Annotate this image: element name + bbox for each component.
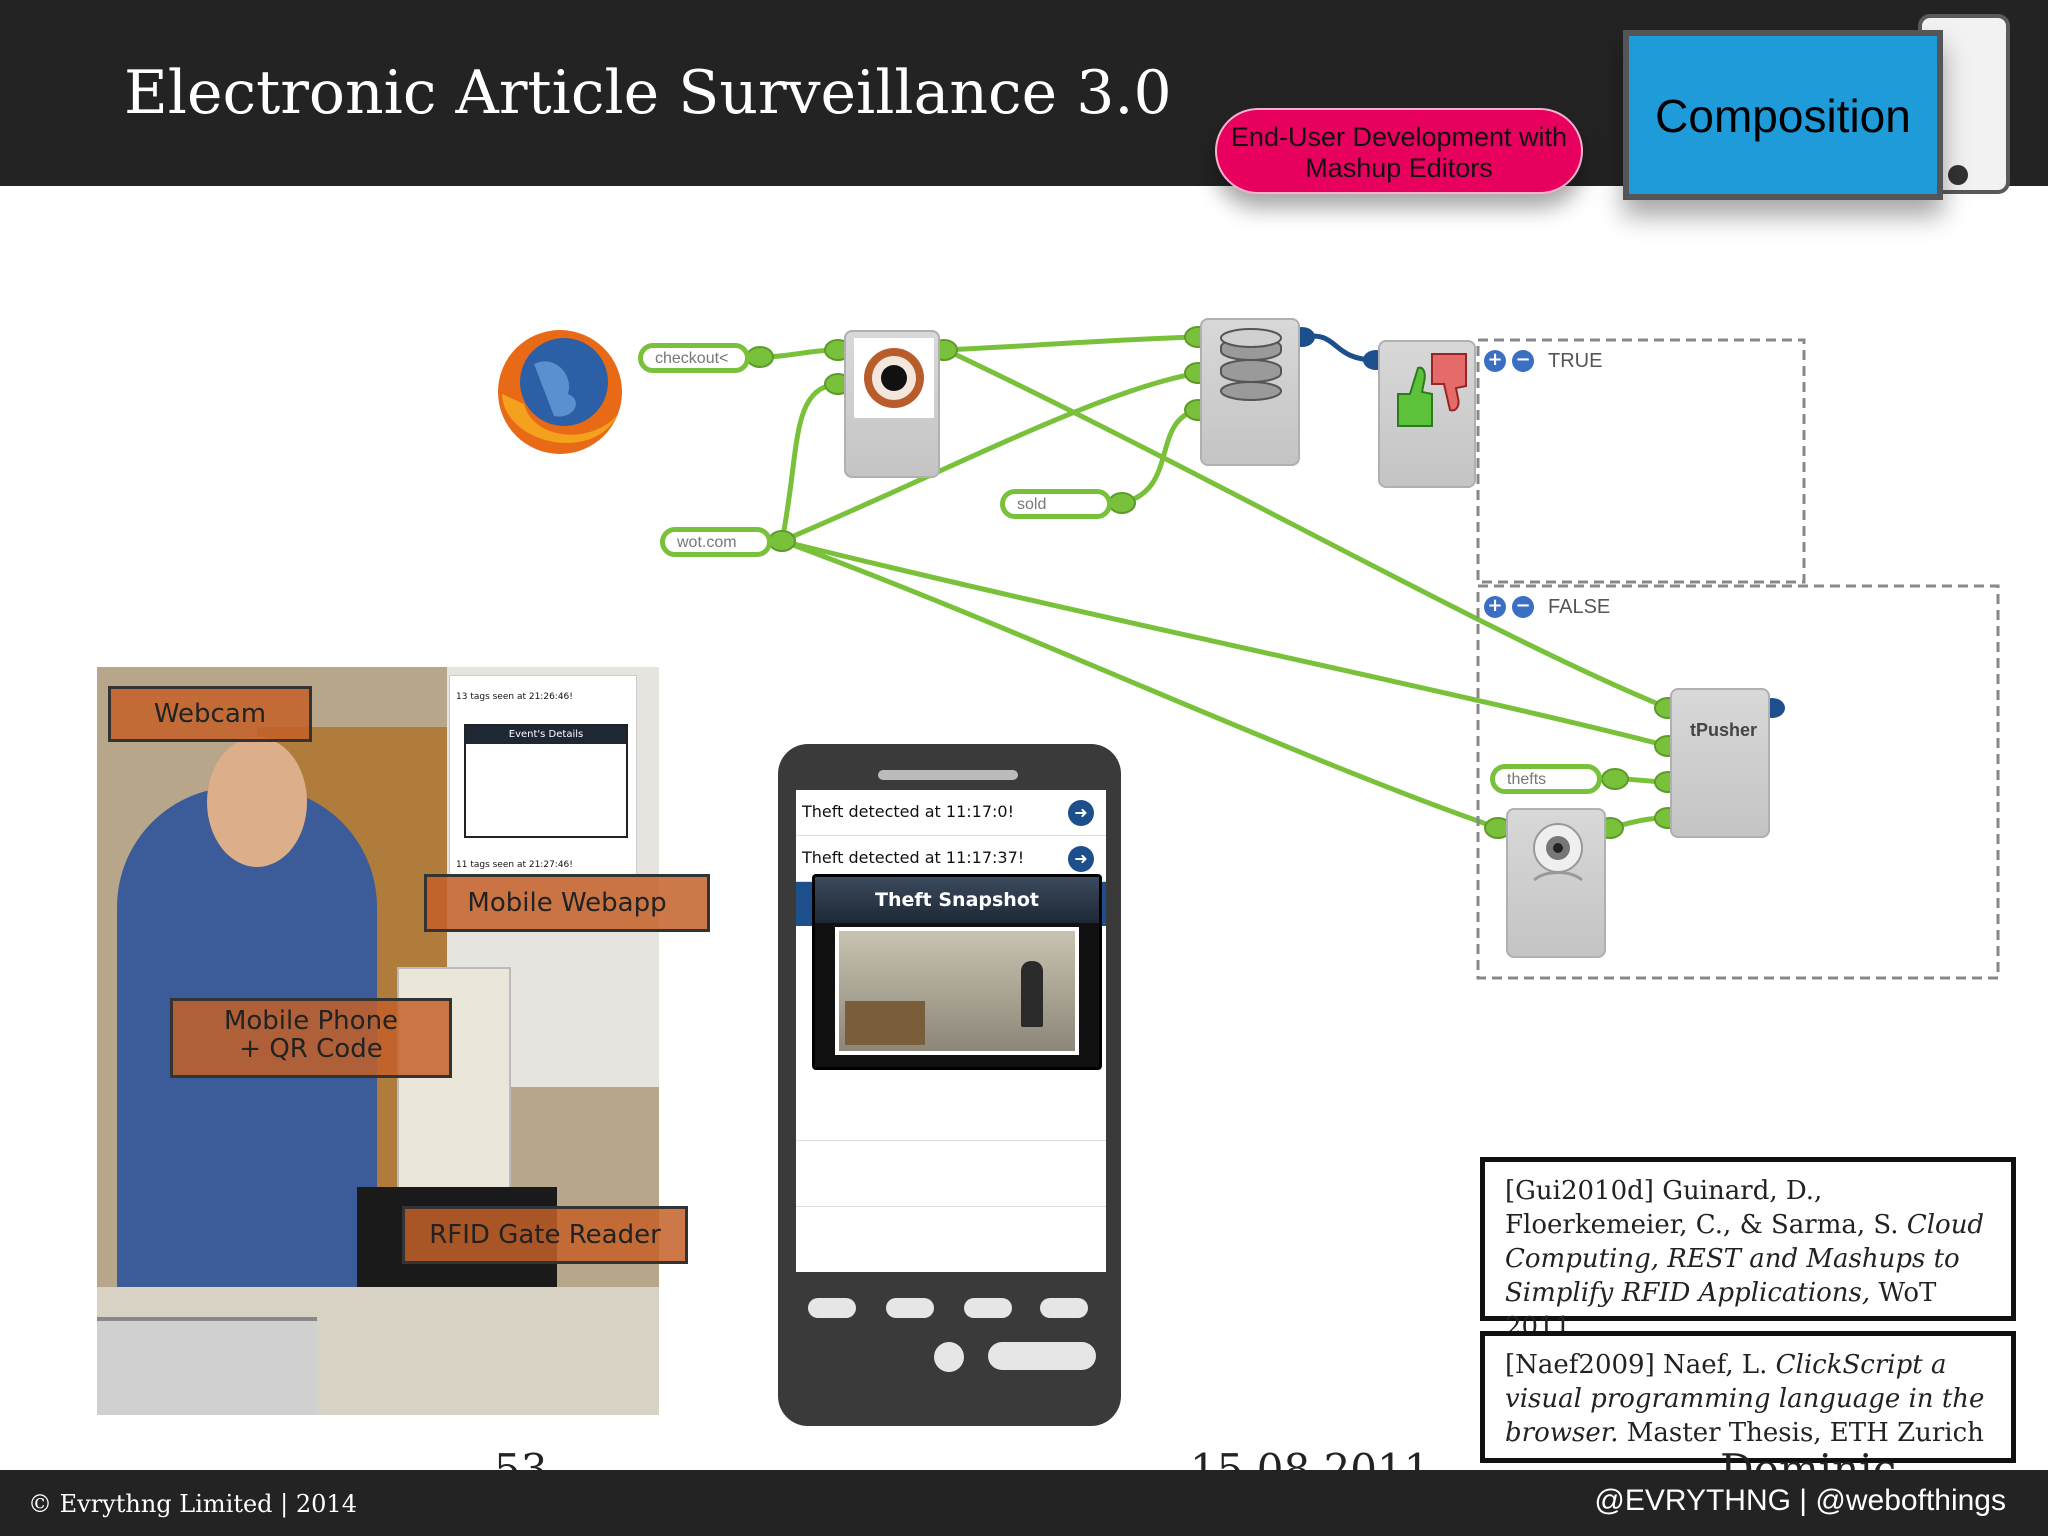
slide-number-cut: 53 xyxy=(494,1445,548,1472)
mobile-phone-qr-label: Mobile Phone + QR Code xyxy=(170,998,452,1078)
false-branch-label: FALSE xyxy=(1548,596,1611,618)
reference-guinard: [Gui2010d] Guinard, D., Floerkemeier, C.… xyxy=(1480,1157,2016,1342)
camera-block[interactable] xyxy=(1506,808,1606,958)
false-branch-container xyxy=(1476,584,2000,980)
theft-snapshot-image xyxy=(835,927,1079,1055)
reference-text: [Gui2010d] Guinard, D., Floerkemeier, C.… xyxy=(1505,1176,1907,1240)
list-divider xyxy=(796,1140,1106,1141)
theft-snapshot-popup[interactable]: Theft Snapshot xyxy=(812,874,1102,1070)
false-add-button[interactable]: + xyxy=(1484,596,1506,618)
end-user-development-pill: End-User Development with Mashup Editors xyxy=(1215,108,1583,194)
wire-webcam-pusher xyxy=(944,347,1669,711)
theft-snapshot-title: Theft Snapshot xyxy=(815,877,1099,923)
slide-title: Electronic Article Surveillance 3.0 xyxy=(124,58,1172,128)
setup-photo: 13 tags seen at 21:26:46! Event's Detail… xyxy=(97,667,659,1415)
webcam-label: Webcam xyxy=(108,686,312,742)
wot-com-input[interactable]: wot.com xyxy=(660,527,772,557)
arrow-right-icon[interactable]: ➜ xyxy=(1068,846,1094,872)
laptop-popup: Event's Details xyxy=(464,724,628,838)
laptop-row: 11 tags seen at 21:27:46! xyxy=(456,860,573,870)
rfid-gate-reader-label: RFID Gate Reader xyxy=(402,1206,688,1264)
reference-venue: Master Thesis, ETH Zurich xyxy=(1618,1418,1984,1448)
true-add-button[interactable]: + xyxy=(1484,350,1506,372)
theft-row-text: Theft detected at 11:17:0! xyxy=(802,802,1014,821)
author-cut: Dominic xyxy=(1720,1445,1897,1472)
pusher-block[interactable]: tPusher xyxy=(1670,688,1770,838)
false-remove-button[interactable]: − xyxy=(1512,596,1534,618)
snapshot-person xyxy=(1021,961,1043,1027)
checkout-input[interactable]: checkout< xyxy=(638,343,750,373)
theft-row[interactable]: Theft detected at 11:17:0! ➜ xyxy=(796,790,1106,836)
phone-hw-button[interactable] xyxy=(964,1298,1012,1318)
reference-naef: [Naef2009] Naef, L. ClickScript a visual… xyxy=(1480,1331,2016,1463)
phone-speaker xyxy=(878,770,1018,780)
thefts-input[interactable]: thefts xyxy=(1490,764,1602,794)
laptop-row: 13 tags seen at 21:26:46! xyxy=(456,692,573,702)
wire-wot-db xyxy=(781,370,1199,544)
webcam-icon xyxy=(854,338,934,418)
date-cut: 15.08.2011 xyxy=(1190,1445,1431,1472)
photo-chair xyxy=(97,1317,317,1415)
firefox-logo-icon xyxy=(498,330,622,454)
camera-icon xyxy=(1533,823,1583,882)
laptop-screen: 13 tags seen at 21:26:46! Event's Detail… xyxy=(449,675,637,877)
phone-call-button[interactable] xyxy=(988,1342,1096,1370)
slide-footer: © Evrythng Limited | 2014 @EVRYTHNG | @w… xyxy=(0,1470,2048,1536)
arrow-right-icon[interactable]: ➜ xyxy=(1068,800,1094,826)
database-block[interactable] xyxy=(1200,318,1300,466)
wire-wot-webcam xyxy=(779,381,837,542)
true-branch-label: TRUE xyxy=(1548,350,1603,372)
laptop-popup-title: Event's Details xyxy=(466,726,626,744)
wire-sold-db xyxy=(1121,407,1199,506)
true-branch-container xyxy=(1476,338,1806,584)
database-icon xyxy=(1220,328,1282,401)
theft-row-text: Theft detected at 11:17:37! xyxy=(802,848,1025,867)
phone-hw-button[interactable] xyxy=(1040,1298,1088,1318)
phone-hw-button[interactable] xyxy=(886,1298,934,1318)
wire-wot-pusher xyxy=(781,538,1669,749)
list-divider xyxy=(796,1206,1106,1207)
condition-block[interactable] xyxy=(1378,340,1476,488)
reference-title: Cloud Computing, REST and Mashups to Sim… xyxy=(1505,1210,1985,1308)
sold-input[interactable]: sold xyxy=(1000,489,1112,519)
wire-webcam-db xyxy=(945,334,1199,353)
reference-title: ClickScript a visual programming languag… xyxy=(1505,1350,1985,1448)
thumbs-up-down-icon xyxy=(1397,353,1467,427)
composition-box: Composition xyxy=(1623,30,1943,200)
pusher-label: tPusher xyxy=(1690,720,1758,740)
wire-wot-camera xyxy=(781,538,1499,831)
photo-head xyxy=(207,737,307,867)
mobile-webapp-label: Mobile Webapp xyxy=(424,874,710,932)
reference-text: [Naef2009] Naef, L. xyxy=(1505,1350,1776,1380)
snapshot-boxes xyxy=(845,1001,925,1045)
webcam-block[interactable] xyxy=(844,330,940,478)
phone-trackball[interactable] xyxy=(934,1342,964,1372)
true-remove-button[interactable]: − xyxy=(1512,350,1534,372)
device-button-icon xyxy=(1948,165,1968,185)
phone-hw-button[interactable] xyxy=(808,1298,856,1318)
social-handles: @EVRYTHNG | @webofthings xyxy=(1594,1484,2006,1517)
copyright-text: © Evrythng Limited | 2014 xyxy=(28,1490,357,1518)
